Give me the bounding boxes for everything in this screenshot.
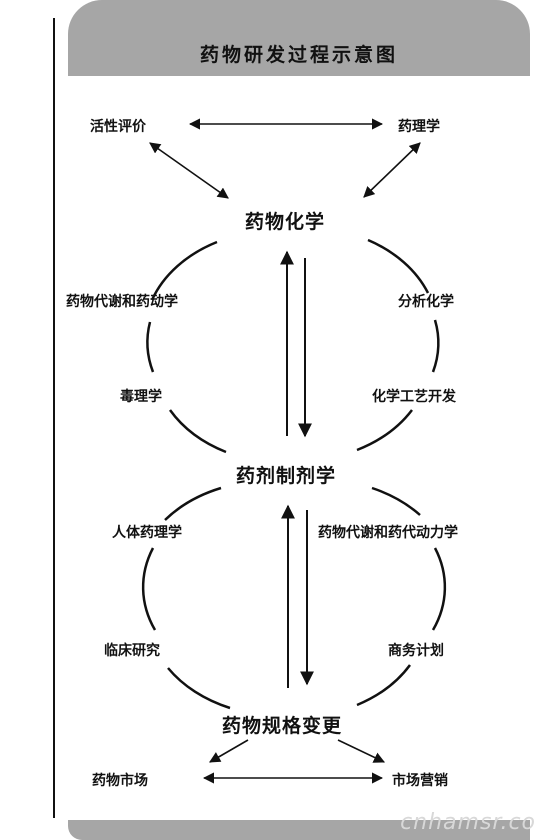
arrow-activity-chemistry xyxy=(149,142,229,199)
node-marketing: 市场营销 xyxy=(392,773,448,789)
arrow-spec-market xyxy=(209,739,249,763)
node-pharmaceutics: 药剂制剂学 xyxy=(236,465,337,487)
header-banner xyxy=(68,0,530,76)
lower-loop-tl xyxy=(164,486,222,521)
upper-loop-r xyxy=(431,319,440,373)
left-rule xyxy=(53,18,55,818)
node-pharmacology: 药理学 xyxy=(398,119,440,135)
arrow-pharmacology-chemistry xyxy=(363,142,421,198)
watermark: cnhamsr.co xyxy=(400,810,536,835)
lower-loop-tr xyxy=(371,486,421,516)
arrow-spec-marketing xyxy=(337,739,386,763)
node-metabolism-pharmacokinetics: 药物代谢和药动学 xyxy=(66,294,178,310)
node-human-pharmacology: 人体药理学 xyxy=(112,525,182,541)
upper-loop-bl xyxy=(168,409,227,454)
node-clinical-research: 临床研究 xyxy=(104,643,160,659)
node-business-planning: 商务计划 xyxy=(388,643,444,659)
node-medicinal-chemistry: 药物化学 xyxy=(245,211,326,233)
node-process-development: 化学工艺开发 xyxy=(372,389,456,405)
upper-loop-tl xyxy=(150,240,218,301)
upper-loop-tr xyxy=(367,238,430,294)
node-drug-market: 药物市场 xyxy=(92,773,148,789)
node-toxicology: 毒理学 xyxy=(120,389,162,405)
diagram-title: 药物研发过程示意图 xyxy=(199,44,398,66)
lower-loop-bl xyxy=(167,667,231,710)
upper-loop-l xyxy=(146,321,155,373)
node-specification-change: 药物规格变更 xyxy=(222,715,343,737)
node-activity-evaluation: 活性评价 xyxy=(90,119,146,135)
lower-loop-r xyxy=(431,547,447,631)
upper-loop-br xyxy=(356,409,413,452)
node-analytical-chemistry: 分析化学 xyxy=(398,294,454,310)
footer-banner xyxy=(68,820,530,840)
node-metabolism-pharmacokinetics-2: 药物代谢和药代动力学 xyxy=(318,525,458,541)
lower-loop-br xyxy=(356,664,412,707)
lower-loop-l xyxy=(141,547,157,631)
